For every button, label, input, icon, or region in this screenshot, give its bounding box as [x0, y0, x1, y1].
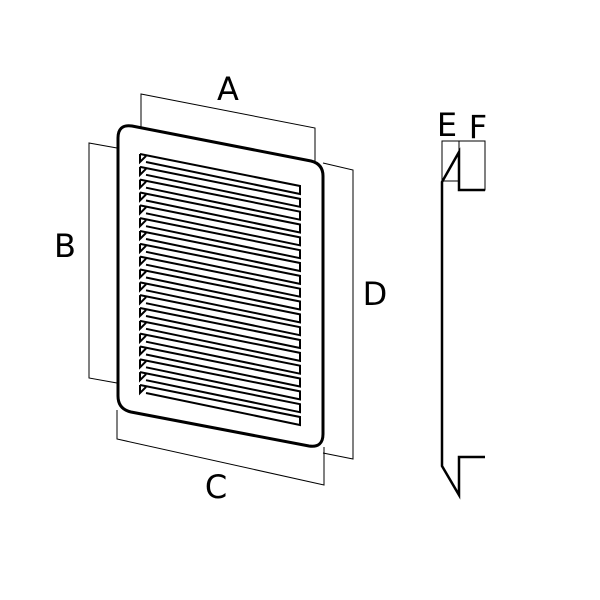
- grille-slat: [139, 204, 301, 247]
- grille-slat: [139, 332, 301, 375]
- profile-top: [440, 147, 485, 500]
- grille-slat: [139, 242, 301, 286]
- label-b: B: [54, 227, 76, 265]
- dimension-d: [322, 162, 354, 460]
- grille-slat: [139, 371, 301, 414]
- dimension-f-box: [458, 140, 486, 191]
- grille-slat: [139, 165, 301, 209]
- grille-slats: [139, 153, 301, 427]
- grille-slat: [139, 307, 301, 350]
- grille-slat: [139, 319, 301, 363]
- dimension-a: [140, 93, 316, 162]
- grille-slat: [139, 217, 301, 260]
- label-d: D: [363, 275, 388, 313]
- grille-slat: [139, 178, 301, 221]
- label-e: E: [437, 106, 457, 144]
- grille-slat: [139, 345, 301, 388]
- dimension-c: [116, 410, 325, 486]
- grille-slat: [139, 230, 301, 273]
- grille-slat: [139, 191, 301, 234]
- label-a: A: [217, 70, 239, 108]
- dimension-b: [88, 142, 118, 384]
- label-f: F: [469, 108, 487, 146]
- grille-slat: [139, 294, 301, 337]
- grille-slat: [139, 384, 301, 427]
- grille-slat: [139, 268, 301, 311]
- side-profile: [440, 140, 486, 500]
- label-c: C: [205, 468, 227, 506]
- grille-slat: [139, 358, 301, 401]
- grille-slat: [139, 153, 301, 196]
- grille-slat: [139, 281, 301, 324]
- grille-slat: [139, 255, 301, 298]
